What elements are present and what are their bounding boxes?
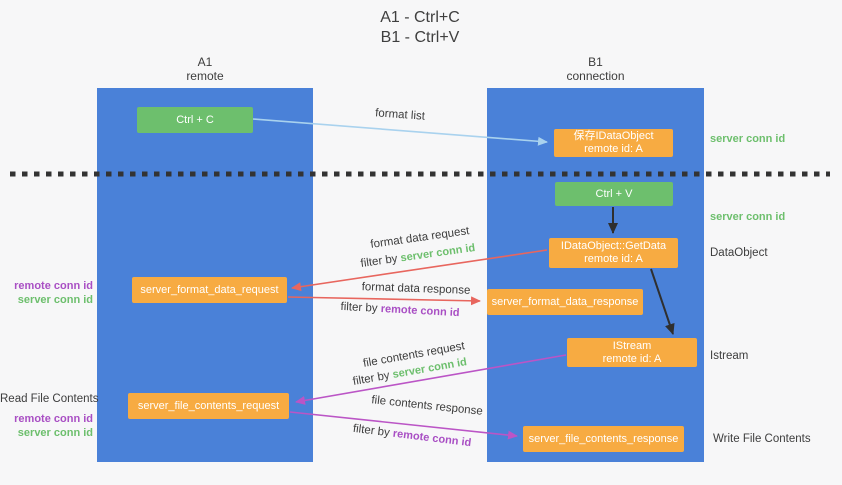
arrow-getdata-to-istream	[650, 268, 675, 335]
lane-b1-subtitle: connection	[566, 69, 625, 83]
node-save-idataobject-line1: 保存IDataObject	[573, 130, 654, 142]
label-server-conn-id-top-right: server conn id	[710, 133, 786, 145]
label-remote-conn-id-left-bottom: remote conn id	[14, 413, 93, 425]
lane-a1-name: A1	[197, 55, 213, 69]
node-server-file-contents-response-label: server_file_contents_response	[528, 432, 679, 445]
label-remote-conn-id-left-top: remote conn id	[14, 280, 93, 292]
node-save-idataobject: 保存IDataObject remote id: A	[554, 129, 673, 157]
node-ctrl-c: Ctrl + C	[137, 107, 253, 133]
label-read-file-contents: Read File Contents	[0, 393, 99, 405]
diagram-title: A1 - Ctrl+C B1 - Ctrl+V	[300, 8, 540, 48]
node-istream: IStream remote id: A	[567, 338, 697, 367]
label-write-file-contents: Write File Contents	[713, 433, 811, 445]
filter-prefix: filter by	[352, 422, 391, 440]
node-server-format-data-request-label: server_format_data_request	[140, 283, 279, 296]
node-ctrl-v-label: Ctrl + V	[595, 187, 633, 200]
arrow-file-contents-request	[295, 354, 567, 405]
lane-b1-header: B1 connection	[487, 55, 704, 83]
lane-b1-name: B1	[588, 55, 603, 69]
node-save-idataobject-line2: remote id: A	[584, 143, 643, 155]
node-server-format-data-response-label: server_format_data_response	[491, 295, 639, 308]
node-idataobject-getdata-line2: remote id: A	[584, 253, 643, 265]
arrow-format-data-request	[291, 249, 548, 292]
filter-key-remote-conn-id: remote conn id	[380, 302, 460, 320]
node-idataobject-getdata: IDataObject::GetData remote id: A	[549, 238, 678, 268]
label-server-conn-id-mid-right: server conn id	[710, 211, 786, 223]
edge-label-format-data-response-text: format data response	[361, 281, 471, 297]
arrow-format-list	[252, 118, 548, 146]
arrow-format-data-response	[287, 296, 481, 306]
node-server-format-data-response: server_format_data_response	[487, 289, 643, 315]
node-server-file-contents-request: server_file_contents_request	[128, 393, 289, 419]
label-server-conn-id-left-bottom: server conn id	[17, 427, 93, 439]
node-idataobject-getdata-line1: IDataObject::GetData	[560, 240, 667, 252]
edge-label-format-list-text: format list	[374, 107, 426, 123]
lane-a1-subtitle: remote	[186, 69, 224, 83]
label-server-conn-id-left-top: server conn id	[17, 294, 93, 306]
node-server-format-data-request: server_format_data_request	[132, 277, 287, 303]
node-istream-line1: IStream	[612, 339, 652, 352]
node-istream-line2: remote id: A	[602, 352, 662, 365]
title-line-2: B1 - Ctrl+V	[380, 29, 460, 46]
label-istream: Istream	[710, 350, 749, 362]
arrow-file-contents-response	[289, 411, 518, 440]
node-server-file-contents-response: server_file_contents_response	[523, 426, 684, 452]
node-ctrl-v: Ctrl + V	[555, 182, 673, 206]
title-line-1: A1 - Ctrl+C	[380, 9, 460, 26]
label-dataobject: DataObject	[710, 247, 768, 259]
node-server-file-contents-request-label: server_file_contents_request	[137, 399, 280, 412]
node-ctrl-c-label: Ctrl + C	[176, 113, 214, 126]
lane-a1-header: A1 remote	[97, 55, 313, 83]
filter-prefix: filter by	[340, 300, 378, 315]
filter-prefix: filter by	[359, 252, 399, 270]
